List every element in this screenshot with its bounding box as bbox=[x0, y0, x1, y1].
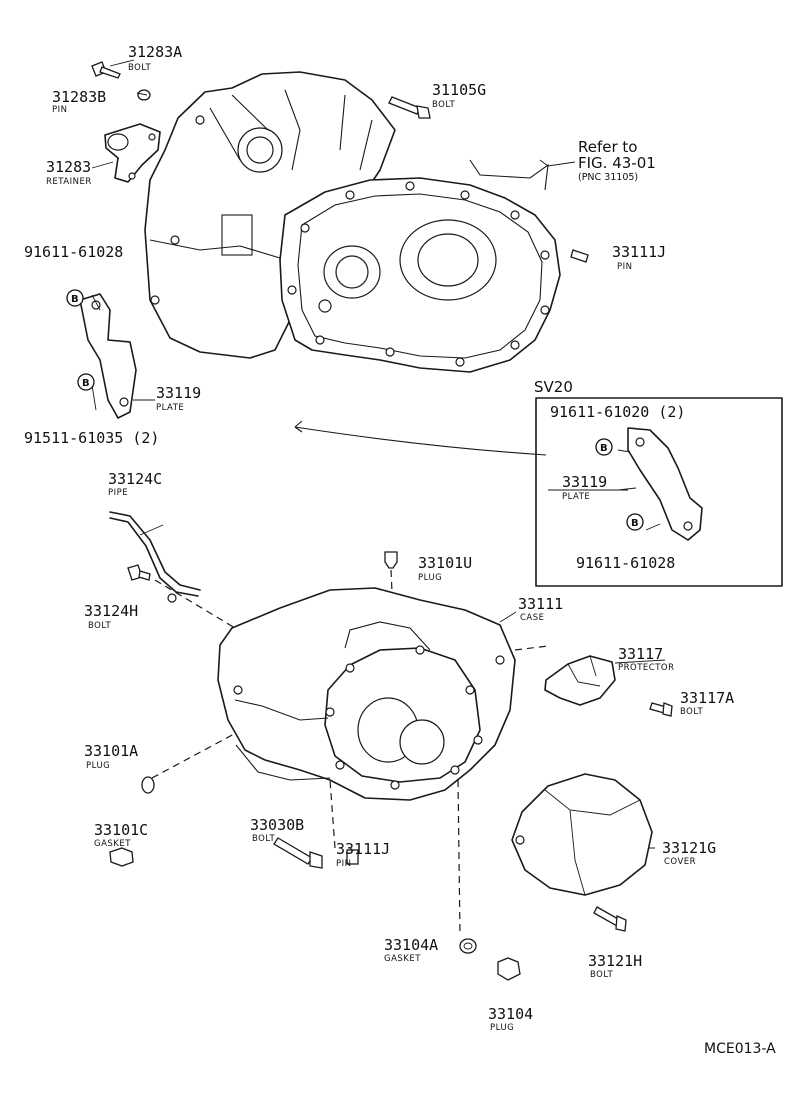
label-33124h: 33124H bbox=[84, 602, 138, 620]
svg-text:B: B bbox=[82, 378, 90, 389]
guide-lines bbox=[91, 59, 666, 936]
label-33101c: 33101C bbox=[94, 821, 148, 839]
upper-transaxle-case bbox=[144, 71, 561, 373]
label-33030b: 33030B bbox=[250, 816, 304, 834]
pin-33111j-top-icon bbox=[570, 249, 589, 263]
gasket-33104a-icon bbox=[459, 938, 477, 954]
label-31283-name: RETAINER bbox=[46, 177, 92, 187]
bolt-33030b-icon bbox=[273, 837, 323, 869]
label-33101a-name: PLUG bbox=[86, 761, 110, 771]
label-33111j-bottom: 33111J bbox=[336, 840, 390, 858]
inset-plate-num: 33119 bbox=[562, 473, 607, 491]
label-33117a: 33117A bbox=[680, 689, 734, 707]
plate-33119-left-icon bbox=[79, 293, 137, 419]
label-33119-top-name: PLATE bbox=[156, 403, 184, 413]
sv20-inset bbox=[535, 397, 783, 587]
inset-plate-name: PLATE bbox=[562, 492, 590, 502]
bolt-33121h-icon bbox=[593, 906, 627, 932]
reference-line-3: (PNC 31105) bbox=[578, 172, 638, 183]
label-31283b: 31283B bbox=[52, 88, 106, 106]
plug-33101u-icon bbox=[384, 551, 398, 569]
label-33121g-name: COVER bbox=[664, 857, 696, 867]
label-33117a-name: BOLT bbox=[680, 707, 703, 717]
label-31105g-name: BOLT bbox=[432, 100, 455, 110]
inset-bolt-top: 91611-61020 (2) bbox=[550, 403, 685, 421]
label-91511-61035: 91511-61035 (2) bbox=[24, 429, 159, 447]
pipe-33124c-icon bbox=[109, 511, 201, 603]
label-31105g: 31105G bbox=[432, 81, 486, 99]
label-31283: 31283 bbox=[46, 158, 91, 176]
protector-33117-icon bbox=[544, 655, 616, 706]
lower-transaxle-case bbox=[217, 587, 516, 801]
pin-33111j-bottom-icon bbox=[346, 849, 359, 865]
pin-31283b-icon bbox=[137, 89, 151, 101]
label-33124c-name: PIPE bbox=[108, 488, 128, 498]
b-marker-4: B bbox=[626, 513, 644, 531]
label-33124c: 33124C bbox=[108, 470, 162, 488]
label-33030b-name: BOLT bbox=[252, 834, 275, 844]
bolt-31283a-icon bbox=[91, 61, 121, 79]
label-33104-name: PLUG bbox=[490, 1023, 514, 1033]
label-33101u: 33101U bbox=[418, 554, 472, 572]
label-33121h-name: BOLT bbox=[590, 970, 613, 980]
label-33121h: 33121H bbox=[588, 952, 642, 970]
label-33124h-name: BOLT bbox=[88, 621, 111, 631]
retainer-31283-icon bbox=[104, 123, 161, 183]
reference-line-1: Refer to bbox=[578, 138, 637, 156]
label-31283b-name: PIN bbox=[52, 105, 68, 115]
label-33119-top: 33119 bbox=[156, 384, 201, 402]
label-33104: 33104 bbox=[488, 1005, 533, 1023]
diagram-code: MCE013-A bbox=[704, 1041, 776, 1057]
label-91611-61028-top: 91611-61028 bbox=[24, 243, 123, 261]
cover-33121g-icon bbox=[511, 773, 653, 896]
inset-reference-arrow bbox=[294, 426, 547, 456]
label-33111: 33111 bbox=[518, 595, 563, 613]
label-33111j-bottom-name: PIN bbox=[336, 859, 352, 869]
plug-33101a-icon bbox=[109, 847, 134, 867]
label-33101c-name: GASKET bbox=[94, 839, 131, 849]
label-33111j-top: 33111J bbox=[612, 243, 666, 261]
label-33104a: 33104A bbox=[384, 936, 438, 954]
label-33121g: 33121G bbox=[662, 839, 716, 857]
bolt-33124h-icon bbox=[127, 564, 151, 581]
label-33117: 33117 bbox=[618, 645, 663, 663]
part-labels: 31283A BOLT 31283B PIN 31283 RETAINER 31… bbox=[24, 43, 776, 1057]
label-31283a: 31283A bbox=[128, 43, 182, 61]
label-33101a: 33101A bbox=[84, 742, 138, 760]
svg-text:B: B bbox=[71, 294, 79, 305]
label-33111j-top-name: PIN bbox=[617, 262, 633, 272]
svg-text:B: B bbox=[631, 518, 639, 529]
bolt-33117a-icon bbox=[649, 702, 673, 717]
label-33111-name: CASE bbox=[520, 613, 545, 623]
inset-title: SV20 bbox=[534, 378, 573, 396]
label-33117-name: PROTECTOR bbox=[618, 663, 675, 673]
svg-text:B: B bbox=[600, 443, 608, 454]
reference-line-2: FIG. 43-01 bbox=[578, 154, 656, 172]
label-33101u-name: PLUG bbox=[418, 573, 442, 583]
inset-bolt-bottom: 91611-61028 bbox=[576, 554, 675, 572]
b-marker-1: B bbox=[66, 289, 84, 307]
label-33104a-name: GASKET bbox=[384, 954, 421, 964]
bolt-31105g-icon bbox=[388, 96, 431, 119]
b-marker-2: B bbox=[77, 373, 95, 391]
b-marker-3: B bbox=[595, 438, 613, 456]
plug-33104-icon bbox=[497, 957, 521, 981]
gasket-33101c-icon bbox=[141, 776, 155, 794]
label-31283a-name: BOLT bbox=[128, 63, 151, 73]
